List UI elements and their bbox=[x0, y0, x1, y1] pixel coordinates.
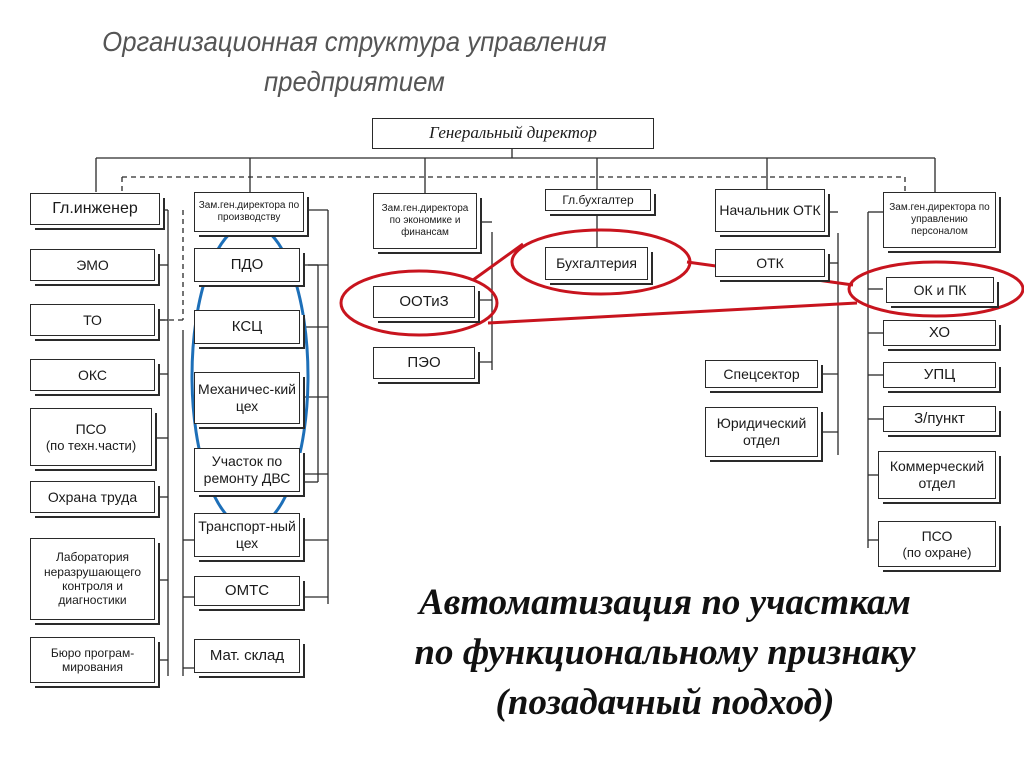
pdo-label: ПДО bbox=[230, 256, 264, 273]
accounting-dept-label: Бухгалтерия bbox=[556, 255, 637, 272]
engine-repair-label: Участок по ремонту ДВС bbox=[203, 453, 291, 486]
legal-dept-label: Юридический отдел bbox=[716, 415, 807, 448]
box-pso-security: ПСО (по охране) bbox=[878, 521, 996, 567]
emo-label: ЭМО bbox=[76, 256, 109, 273]
box-omts: ОМТС bbox=[194, 576, 300, 606]
box-ksc: КСЦ bbox=[194, 310, 300, 344]
box-deputy-production: Зам.ген.директора по производству bbox=[194, 192, 304, 232]
box-deputy-economy: Зам.ген.директора по экономике и финанса… bbox=[373, 193, 477, 249]
transport-shop-label: Транспорт-ный цех bbox=[198, 518, 296, 551]
box-chief-accountant: Гл.бухгалтер bbox=[545, 189, 651, 211]
box-oks: ОКС bbox=[30, 359, 155, 391]
box-ok-pk: ОК и ПК bbox=[886, 277, 994, 303]
omts-label: ОМТС bbox=[224, 582, 270, 599]
box-laboratory: Лаборатория неразрушающего контроля и ди… bbox=[30, 538, 155, 620]
box-pdo: ПДО bbox=[194, 248, 300, 282]
box-legal-dept: Юридический отдел bbox=[705, 407, 818, 457]
box-labor-safety: Охрана труда bbox=[30, 481, 155, 513]
box-deputy-personnel: Зам.ген.директора по управлению персонал… bbox=[883, 192, 996, 248]
to-label: ТО bbox=[83, 311, 102, 328]
box-ootiz: ООТиЗ bbox=[373, 286, 475, 318]
box-upc: УПЦ bbox=[883, 362, 996, 388]
pso-security-label: ПСО bbox=[921, 527, 953, 544]
box-mechanical-shop: Механичес-кий цех bbox=[194, 372, 300, 424]
box-payroll-point: З/пункт bbox=[883, 406, 996, 432]
oks-label: ОКС bbox=[78, 366, 107, 383]
ho-label: ХО bbox=[928, 324, 951, 341]
ksc-label: КСЦ bbox=[231, 318, 263, 335]
commercial-dept-label: Коммерческий отдел bbox=[889, 458, 985, 491]
box-ho: ХО bbox=[883, 320, 996, 346]
ok-pk-label: ОК и ПК bbox=[913, 281, 967, 298]
pso-security-sublabel: (по охране) bbox=[902, 544, 972, 560]
laboratory-label: Лаборатория неразрушающего контроля и ди… bbox=[43, 550, 142, 608]
box-to: ТО bbox=[30, 304, 155, 336]
payroll-point-label: З/пункт bbox=[914, 410, 965, 427]
box-commercial-dept: Коммерческий отдел bbox=[878, 451, 996, 499]
box-peo: ПЭО bbox=[373, 347, 475, 379]
box-chief-engineer: Гл.инженер bbox=[30, 193, 160, 225]
box-material-warehouse: Мат. склад bbox=[194, 639, 300, 673]
caption-line-2: по функциональному признаку bbox=[414, 632, 916, 673]
box-emo: ЭМО bbox=[30, 249, 155, 281]
programming-bureau-label: Бюро програм-мирования bbox=[50, 645, 135, 674]
title-line-2: предприятием bbox=[263, 66, 445, 97]
deputy-personnel-label: Зам.ген.директора по управлению персонал… bbox=[889, 202, 990, 237]
caption-line-3: (позадачный подход) bbox=[495, 682, 835, 723]
deputy-production-label: Зам.ген.директора по производству bbox=[198, 200, 300, 223]
box-special-sector: Спецсектор bbox=[705, 360, 818, 388]
box-accounting-dept: Бухгалтерия bbox=[545, 247, 648, 280]
title-line-1: Организационная структура управления bbox=[102, 26, 607, 57]
box-otk: ОТК bbox=[715, 249, 825, 277]
peo-label: ПЭО bbox=[407, 354, 441, 371]
box-engine-repair: Участок по ремонту ДВС bbox=[194, 448, 300, 492]
pso-tech-sublabel: (по техн.части) bbox=[45, 437, 137, 453]
box-head-otk: Начальник ОТК bbox=[715, 189, 825, 232]
box-transport-shop: Транспорт-ный цех bbox=[194, 513, 300, 557]
caption: Автоматизация по участкам по функциональ… bbox=[330, 578, 1000, 728]
pso-tech-label: ПСО bbox=[75, 420, 107, 437]
deputy-economy-label: Зам.ген.директора по экономике и финанса… bbox=[381, 203, 469, 238]
mechanical-shop-label: Механичес-кий цех bbox=[198, 381, 296, 414]
otk-label: ОТК bbox=[756, 254, 784, 271]
material-warehouse-label: Мат. склад bbox=[209, 647, 285, 664]
box-programming-bureau: Бюро програм-мирования bbox=[30, 637, 155, 683]
special-sector-label: Спецсектор bbox=[723, 365, 800, 382]
red-highlight-group bbox=[339, 228, 1024, 337]
chief-accountant-label: Гл.бухгалтер bbox=[562, 192, 634, 207]
caption-line-1: Автоматизация по участкам bbox=[419, 582, 911, 623]
ootiz-label: ООТиЗ bbox=[399, 293, 449, 310]
box-pso-tech: ПСО (по техн.части) bbox=[30, 408, 152, 466]
general-director-label: Генеральный директор bbox=[429, 123, 597, 143]
labor-safety-label: Охрана труда bbox=[47, 488, 138, 505]
red-ellipse-ootiz bbox=[339, 269, 499, 337]
box-general-director: Генеральный директор bbox=[372, 118, 654, 149]
chief-engineer-label: Гл.инженер bbox=[52, 200, 138, 218]
head-otk-label: Начальник ОТК bbox=[719, 202, 821, 219]
red-ellipse-ok-pk bbox=[847, 260, 1024, 318]
upc-label: УПЦ bbox=[923, 366, 956, 383]
diagram-title: Организационная структура управления пре… bbox=[60, 22, 649, 102]
